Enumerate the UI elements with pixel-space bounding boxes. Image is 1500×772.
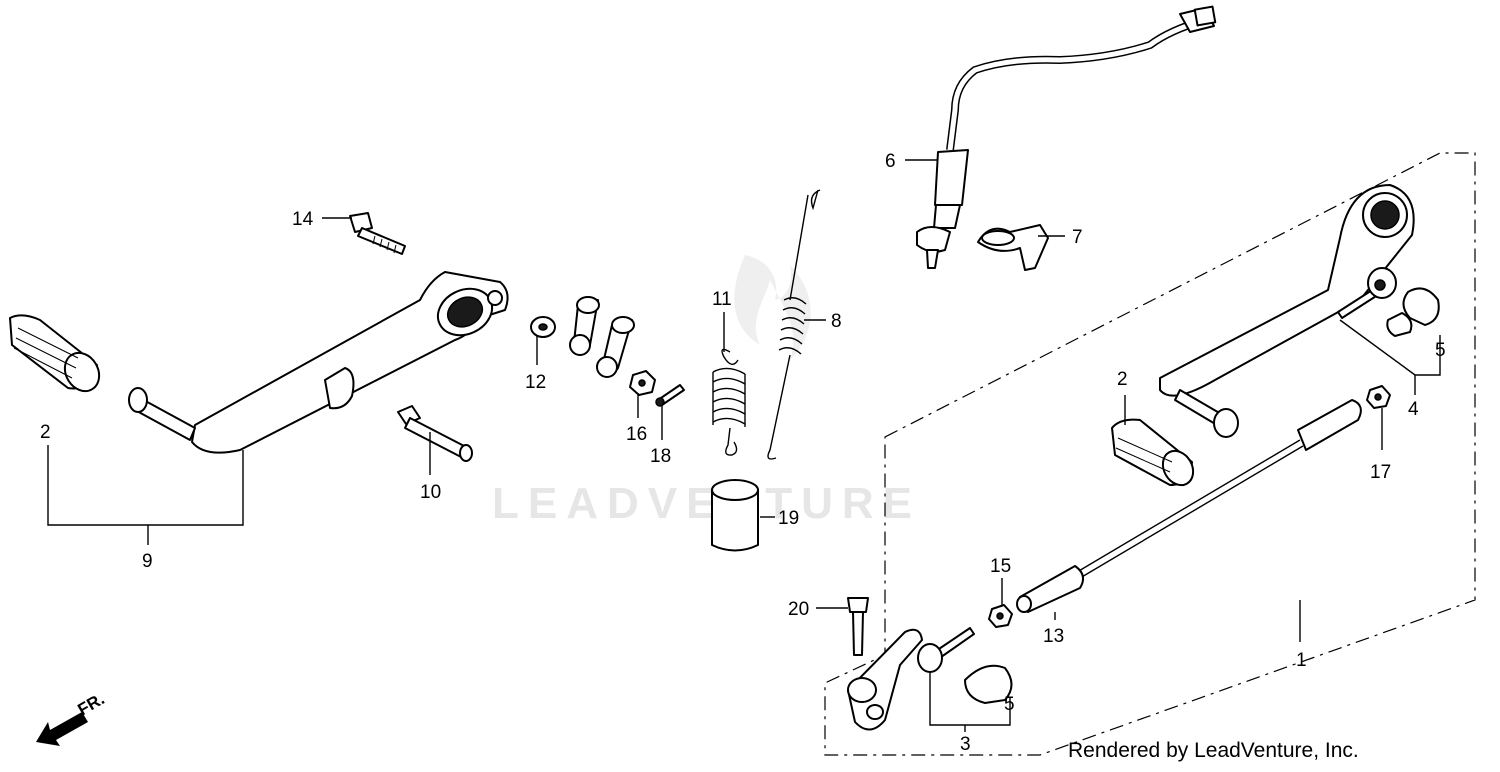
washer-12 [530,316,556,338]
callout-8: 8 [831,311,842,332]
watermark-text: LEADVENTURE [492,479,921,528]
bolt-20 [847,597,869,656]
clip-7 [977,224,1049,271]
callout-1: 1 [1296,650,1307,671]
shift-arm-3 [847,627,975,731]
callout-9: 9 [142,551,153,572]
callout-14: 14 [292,209,314,230]
brake-pedal [128,271,509,454]
callout-10: 10 [420,482,441,503]
spring-8 [767,189,821,460]
boot-5-upper [1386,287,1440,337]
boot-5-lower [964,664,1013,704]
sleeve-19 [711,479,759,552]
callout-2-right: 2 [1117,369,1128,390]
callout-4: 4 [1408,399,1419,420]
brake-switch-6 [916,5,1217,269]
bolt-14 [349,212,406,255]
gearshift-pedal [1159,184,1415,438]
callout-16: 16 [626,424,647,445]
watermark: LEADVENTURE [492,255,921,528]
callout-20: 20 [788,599,809,620]
footpeg-rubber-left [9,314,101,393]
callout-11: 11 [712,289,732,310]
spring-11 [712,348,746,456]
callout-2-left: 2 [40,422,51,443]
nut-16 [629,370,656,396]
callout-3: 3 [960,734,971,755]
callout-5-lower: 5 [1004,694,1015,715]
callout-6: 6 [885,151,896,172]
front-direction-arrow-icon: FR. [36,689,108,746]
ball-joint-4 [1337,267,1397,319]
callout-17: 17 [1370,462,1391,483]
callout-15: 15 [990,556,1011,577]
callout-13: 13 [1043,626,1064,647]
shift-rod-13 [1016,399,1362,613]
callout-labels: 1 2 2 3 4 5 5 6 7 8 9 10 11 12 13 14 15 … [40,151,1446,755]
callout-18: 18 [650,446,671,467]
cotter-pin-18 [655,384,685,407]
callout-5-upper: 5 [1435,340,1446,361]
nut-17 [1366,385,1391,409]
joint-pieces [569,296,635,378]
leader-lines [47,159,1441,732]
callout-12: 12 [525,372,546,393]
assembly-outline [824,152,1476,756]
render-credit: Rendered by LeadVenture, Inc. [1068,739,1359,762]
pivot-bolt-10 [397,405,473,462]
footpeg-rubber-right [1111,418,1195,487]
callout-19: 19 [778,508,799,529]
callout-7: 7 [1072,227,1083,248]
nut-15 [988,604,1013,628]
